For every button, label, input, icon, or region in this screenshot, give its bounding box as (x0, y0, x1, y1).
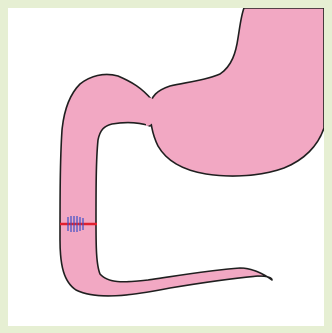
stomach-shape (150, 8, 324, 176)
stomach-duodenum-diagram (8, 8, 324, 326)
illustration-panel (8, 8, 324, 326)
